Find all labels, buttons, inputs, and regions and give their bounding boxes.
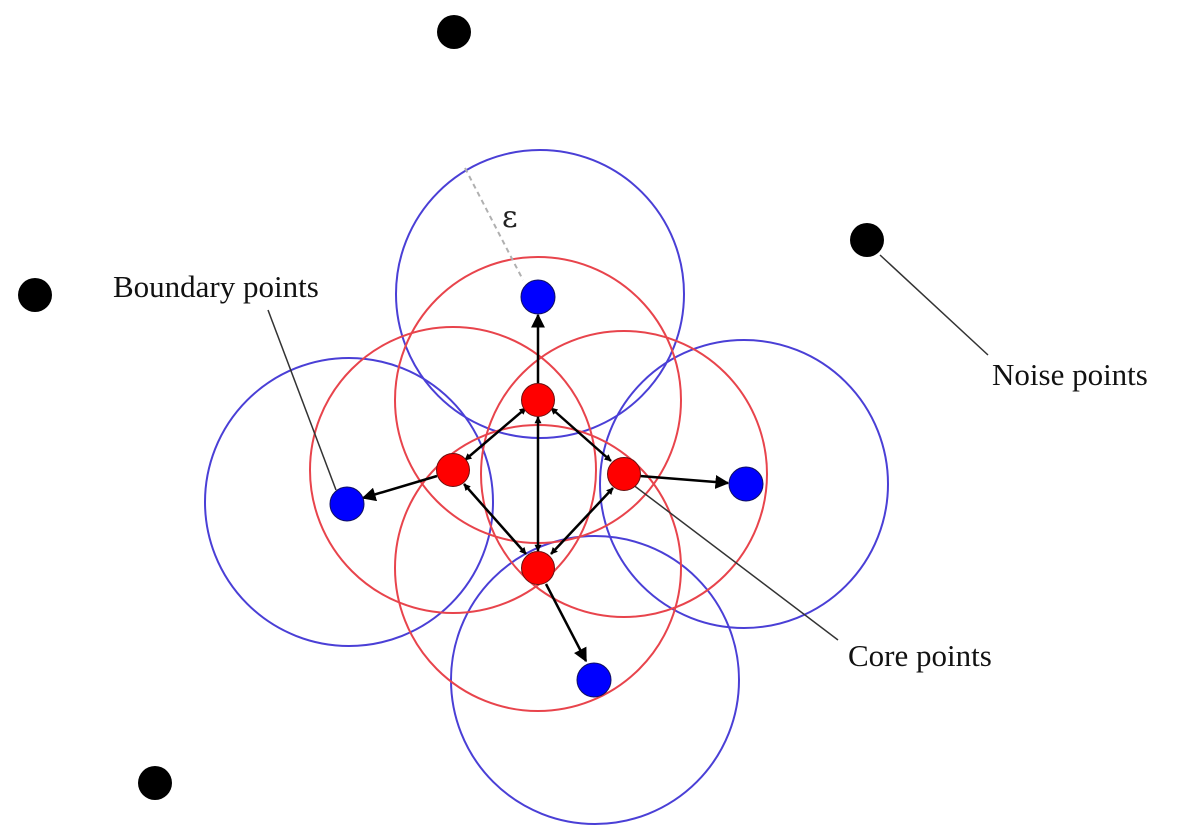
arrow-top-left xyxy=(464,407,527,461)
arrow-to-boundary-bottom xyxy=(544,583,588,663)
arrow-to-boundary-left xyxy=(361,474,438,502)
boundary-points-label: Boundary points xyxy=(113,269,319,304)
noise-point xyxy=(18,278,52,312)
core-point xyxy=(607,457,641,491)
core-point xyxy=(436,453,470,487)
boundary-neighbourhoods xyxy=(204,149,889,825)
arrow-right-bottom xyxy=(550,487,614,555)
core-point xyxy=(521,551,555,585)
arrow-to-boundary-right xyxy=(639,474,730,489)
arrow-left-bottom xyxy=(463,483,527,555)
core-points-label: Core points xyxy=(848,638,992,673)
core-connections xyxy=(463,407,614,555)
core-points xyxy=(436,383,641,585)
leader-boundary xyxy=(267,309,337,491)
boundary-point xyxy=(576,662,612,698)
leader-core xyxy=(631,483,839,641)
core-circle-right xyxy=(480,330,768,618)
boundary-point xyxy=(728,466,764,502)
arrow-top-right xyxy=(550,407,612,462)
noise-point xyxy=(437,15,471,49)
boundary-connections xyxy=(361,313,730,663)
core-point xyxy=(521,383,555,417)
core-circle-left xyxy=(309,326,597,614)
boundary-points xyxy=(329,279,764,698)
boundary-point xyxy=(329,486,365,522)
epsilon-radius-line xyxy=(464,167,524,281)
boundary-point xyxy=(520,279,556,315)
noise-points xyxy=(18,15,884,800)
leader-noise xyxy=(879,254,989,356)
noise-point xyxy=(850,223,884,257)
noise-points-label: Noise points xyxy=(992,357,1148,392)
epsilon-label: ε xyxy=(502,200,518,235)
boundary-circle-right xyxy=(599,339,889,629)
leader-lines xyxy=(267,254,989,641)
noise-point xyxy=(138,766,172,800)
